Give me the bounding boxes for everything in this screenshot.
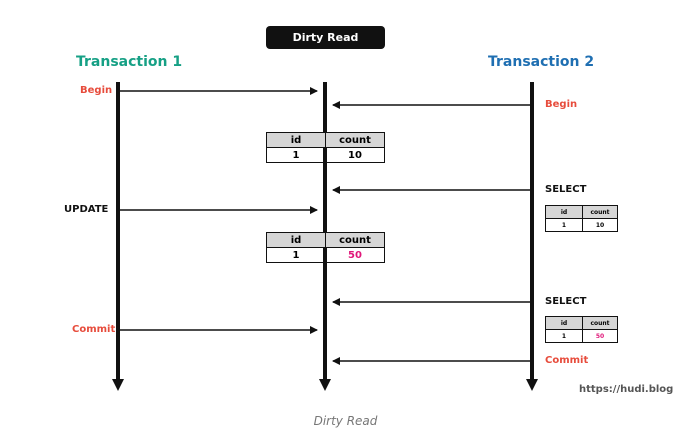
t2-result-table-2: id count 1 50 — [545, 316, 618, 343]
t2-select1-label: SELECT — [545, 184, 587, 195]
header-id: id — [545, 205, 583, 219]
watermark: https://hudi.blog — [579, 384, 674, 395]
cell-id: 1 — [266, 247, 326, 263]
cell-id: 1 — [545, 218, 583, 232]
db-table-after: id count 1 50 — [266, 232, 385, 263]
t1-update-label: UPDATE — [64, 204, 109, 215]
t2-begin-label: Begin — [545, 99, 578, 110]
cell-count: 10 — [582, 218, 618, 232]
cell-id: 1 — [545, 329, 583, 343]
header-count: count — [582, 205, 618, 219]
header-count: count — [582, 316, 618, 330]
header-count: count — [325, 132, 385, 148]
cell-count-dirty: 50 — [582, 329, 618, 343]
cell-id: 1 — [266, 147, 326, 163]
db-table-before: id count 1 10 — [266, 132, 385, 163]
t2-select2-label: SELECT — [545, 296, 587, 307]
cell-count: 10 — [325, 147, 385, 163]
transaction2-label: Transaction 2 — [488, 54, 595, 70]
header-id: id — [266, 132, 326, 148]
t1-commit-label: Commit — [72, 324, 116, 335]
t1-begin-label: Begin — [80, 85, 113, 96]
header-id: id — [266, 232, 326, 248]
cell-count-updated: 50 — [325, 247, 385, 263]
transaction1-label: Transaction 1 — [76, 54, 183, 70]
header-id: id — [545, 316, 583, 330]
t2-commit-label: Commit — [545, 355, 589, 366]
header-count: count — [325, 232, 385, 248]
figure-caption: Dirty Read — [313, 414, 378, 428]
diagram-title: Dirty Read — [266, 26, 385, 49]
t2-result-table-1: id count 1 10 — [545, 205, 618, 232]
